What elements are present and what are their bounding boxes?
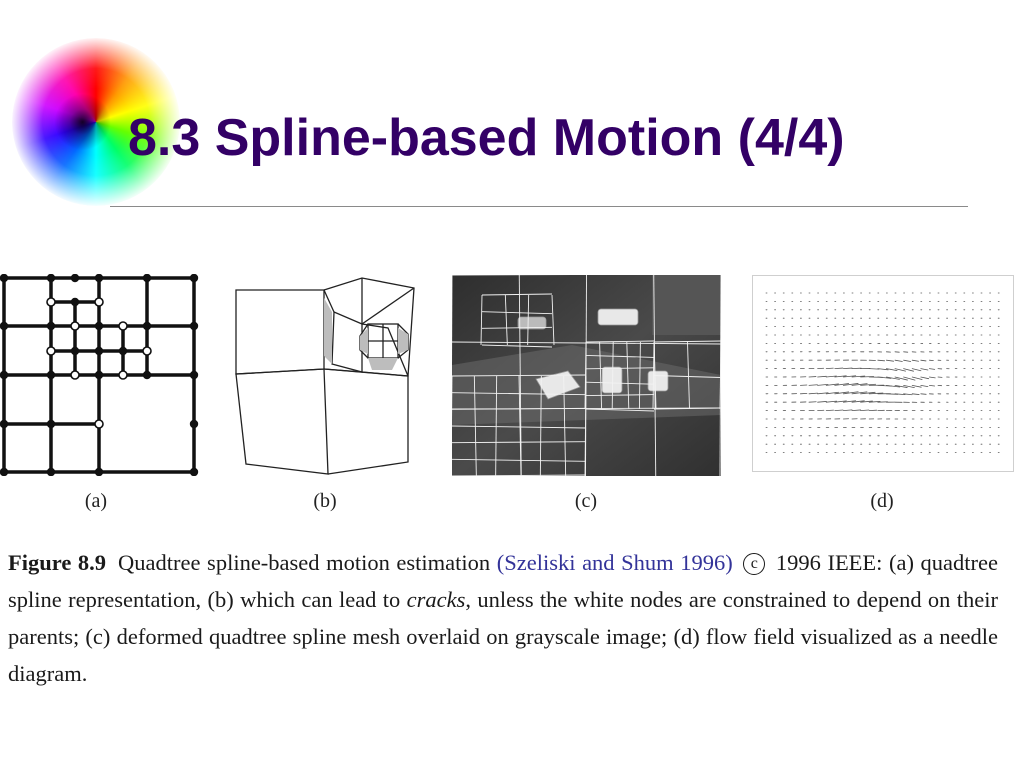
figure-label: Figure 8.9 [8, 550, 107, 575]
solid-node [70, 274, 80, 283]
panel-b-crack-mesh [235, 277, 415, 475]
open-node [46, 346, 56, 356]
caption-emphasis-cracks: cracks [406, 587, 466, 612]
panel-label-a: (a) [84, 490, 108, 512]
solid-node [94, 274, 104, 283]
logo-color-wheel-core [12, 38, 180, 206]
solid-node [0, 419, 9, 429]
caption-text-2: 1996 IEEE: (a) quadtree spline represent… [8, 550, 999, 612]
solid-node [0, 274, 9, 283]
panel-c-mesh-overlay-image [452, 275, 721, 476]
solid-node [189, 321, 199, 331]
solid-node [70, 346, 80, 356]
solid-node [94, 346, 104, 356]
solid-node [70, 297, 80, 307]
slide-title: 8.3 Spline-based Motion (4/4) [128, 109, 845, 167]
copyright-symbol: c [743, 553, 766, 575]
solid-node [189, 419, 199, 429]
solid-node [189, 274, 199, 283]
solid-node [189, 370, 199, 380]
panel-label-c: (c) [574, 490, 598, 512]
solid-node [46, 467, 56, 476]
solid-node [142, 274, 152, 283]
open-node [94, 419, 104, 429]
solid-node [142, 370, 152, 380]
solid-node [46, 370, 56, 380]
open-node [142, 346, 152, 356]
open-node [118, 321, 128, 331]
solid-node [0, 467, 9, 476]
solid-node [46, 321, 56, 331]
logo-color-wheel [12, 38, 180, 206]
figure-caption: Figure 8.9 Quadtree spline-based motion e… [8, 544, 998, 692]
solid-node [94, 467, 104, 476]
solid-node [0, 321, 9, 331]
open-node [70, 321, 80, 331]
panel-label-d: (d) [870, 490, 894, 512]
solid-node [189, 467, 199, 476]
panel-label-b: (b) [313, 490, 337, 512]
solid-node [0, 370, 9, 380]
solid-node [94, 321, 104, 331]
panel-d-needle-diagram [752, 275, 1014, 472]
title-divider [110, 206, 968, 207]
solid-node [142, 321, 152, 331]
solid-node [118, 346, 128, 356]
panel-a-quadtree-grid [0, 274, 199, 476]
solid-node [94, 370, 104, 380]
open-node [70, 370, 80, 380]
caption-citation-link[interactable]: (Szeliski and Shum 1996) [496, 550, 733, 575]
caption-text-3: , unless the white nodes are constrained… [8, 587, 998, 686]
solid-node [46, 274, 56, 283]
solid-node [46, 419, 56, 429]
open-node [118, 370, 128, 380]
open-node [46, 297, 56, 307]
caption-text-1: Quadtree spline-based motion estimation [118, 550, 497, 575]
open-node [94, 297, 104, 307]
